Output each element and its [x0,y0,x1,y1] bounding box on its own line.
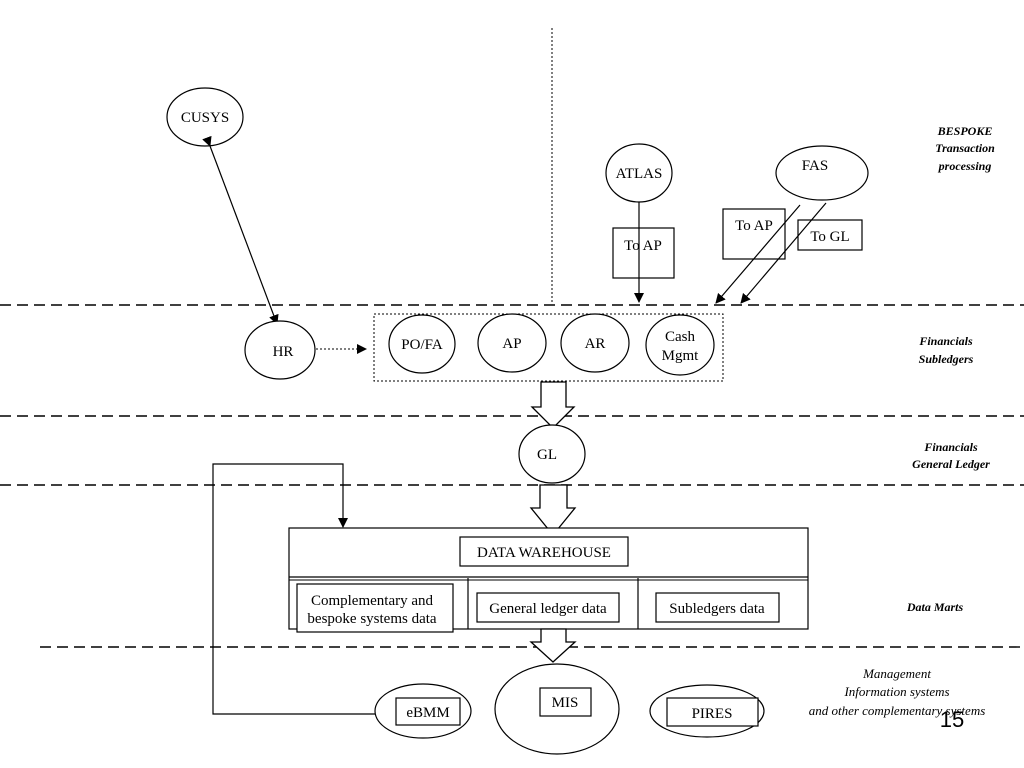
ap-label: AP [502,336,521,352]
ebmm-warehouse-loop [212,463,375,715]
atlas-to-ap-label: To AP [624,238,662,254]
data-warehouse-title-box [459,536,629,567]
block-arrow-gl-warehouse [529,484,577,537]
page-number: 15 [940,707,964,732]
zone-label-bespoke: BESPOKE Transaction processing [935,124,995,173]
mis-label: MIS [552,695,579,711]
atlas-node: ATLAS [605,143,673,203]
zone-bespoke-line1: BESPOKE [937,124,993,138]
gl-node: GL [518,424,586,484]
zone-bespoke-line3: processing [938,159,992,173]
complementary-data-box [296,583,454,633]
zone-management-line2: Information systems [843,684,949,699]
data-warehouse-title: DATA WAREHOUSE [477,545,611,561]
atlas-to-ap-box [612,227,675,279]
fas-node: FAS [775,145,869,201]
general-ledger-data-label: General ledger data [489,601,607,617]
zone-management-line3: and other complementary systems [809,703,986,718]
cusys-label: CUSYS [181,110,229,126]
gl-label: GL [537,447,557,463]
pires-node: PIRES [649,684,765,738]
zone-label-subledgers: Financials Subledgers [918,334,973,366]
zone-management-line1: Management [862,666,931,681]
pofa-node: PO/FA [388,314,456,374]
fas-ap-arrow [715,204,801,304]
ebmm-node: eBMM [374,683,472,739]
cusys-node: CUSYS [166,87,244,147]
fas-to-gl-label: To GL [810,229,849,245]
pofa-label: PO/FA [401,337,443,353]
zone-label-management: Management Information systems and other… [809,666,986,718]
cusys-hr-arrow [202,135,279,325]
cash-mgmt-label-line1: Cash [665,329,696,345]
complementary-data-label-line2: bespoke systems data [307,611,436,627]
ap-node: AP [477,313,547,373]
fas-to-ap-label: To AP [735,218,773,234]
cash-mgmt-label-line2: Mgmt [662,348,700,364]
subledgers-data-label: Subledgers data [669,601,765,617]
zone-subledgers-line2: Subledgers [919,352,974,366]
general-ledger-data-box [476,592,620,623]
fas-gl-arrow [740,202,827,304]
fas-label: FAS [802,158,828,174]
zone-label-general-ledger: Financials General Ledger [912,440,990,471]
mis-node: MIS [494,663,620,755]
cash-mgmt-node: Cash Mgmt [645,314,715,376]
block-arrow-warehouse-mis [529,628,577,663]
zone-bespoke-line2: Transaction [935,141,995,155]
ebmm-label: eBMM [406,705,449,721]
pires-label: PIRES [692,706,733,722]
hr-label: HR [273,344,294,360]
ar-label: AR [585,336,606,352]
zone-subledgers-line1: Financials [918,334,973,348]
hr-node: HR [244,320,316,380]
block-arrow-subledgers-gl [530,381,576,429]
zone-data-marts-line1: Data Marts [906,600,964,614]
atlas-label: ATLAS [616,166,663,182]
zone-label-data-marts: Data Marts [906,600,964,614]
fas-to-gl-box [797,219,863,251]
zone-gl-line2: General Ledger [912,457,990,471]
zone-gl-line1: Financials [923,440,978,454]
ar-node: AR [560,313,630,373]
complementary-data-label-line1: Complementary and [311,593,434,609]
subledgers-data-box [655,592,780,623]
